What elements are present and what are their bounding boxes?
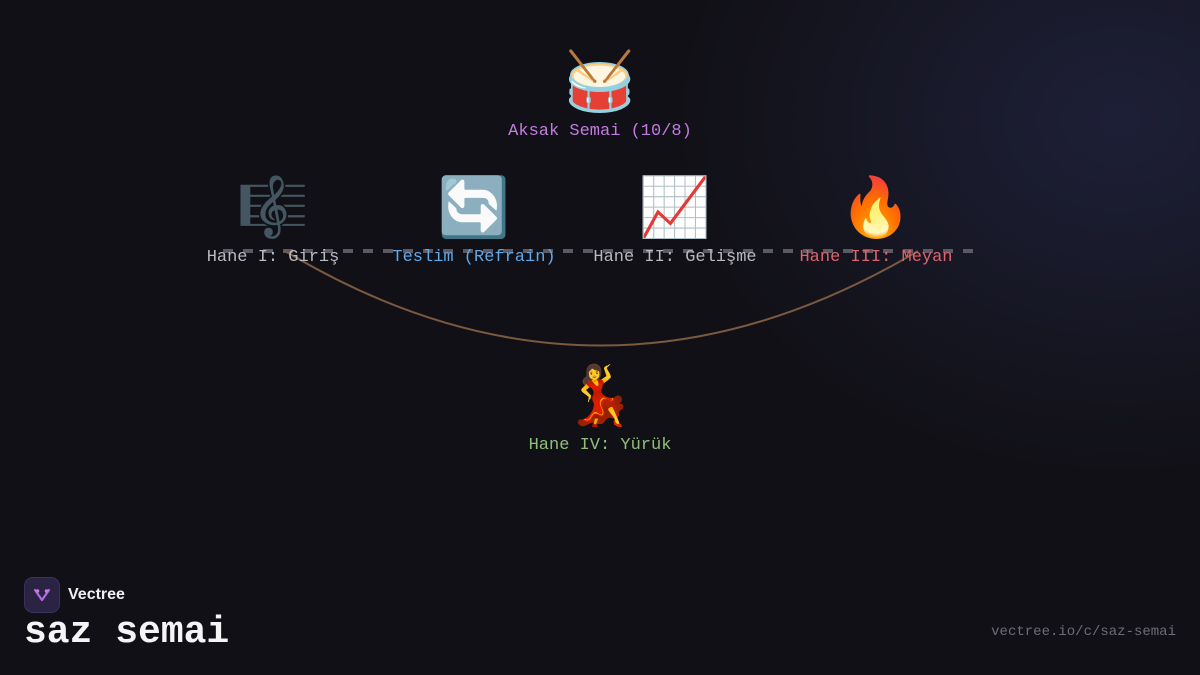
chart-increasing-icon: 📈 — [638, 173, 712, 241]
dancer-icon: 💃 — [563, 361, 637, 429]
section-label-hane-2: Hane II: Gelişme — [593, 248, 757, 267]
brand-name: Vectree — [68, 586, 125, 603]
finale-node: 💃 Hane IV: Yürük — [529, 362, 672, 456]
vectree-logo-mark — [33, 588, 51, 602]
finale-label: Hane IV: Yürük — [528, 436, 672, 455]
fire-icon: 🔥 — [839, 173, 913, 241]
section-node-hane-1: 🎼 Hane I: Giriş — [207, 174, 340, 268]
section-node-teslim: 🔄 Teslim (Refrain) — [392, 174, 555, 268]
drum-icon: 🥁 — [563, 47, 637, 115]
return-arc — [284, 250, 919, 347]
section-label-hane-3: Hane III: Meyan — [799, 248, 953, 267]
meter-node: 🥁 Aksak Semai (10/8) — [508, 48, 692, 142]
page-title: saz semai — [24, 611, 230, 654]
section-node-hane-2: 📈 Hane II: Gelişme — [593, 174, 756, 268]
repeat-arrows-icon: 🔄 — [437, 173, 511, 241]
section-label-teslim: Teslim (Refrain) — [392, 248, 556, 267]
source-url[interactable]: vectree.io/c/saz-semai — [991, 624, 1176, 640]
musical-score-icon: 🎼 — [236, 173, 310, 241]
section-label-hane-1: Hane I: Giriş — [206, 248, 340, 267]
meter-label: Aksak Semai (10/8) — [508, 122, 692, 141]
brand: Vectree — [24, 577, 125, 613]
vectree-logo-icon — [24, 577, 60, 613]
section-node-hane-3: 🔥 Hane III: Meyan — [799, 174, 952, 268]
